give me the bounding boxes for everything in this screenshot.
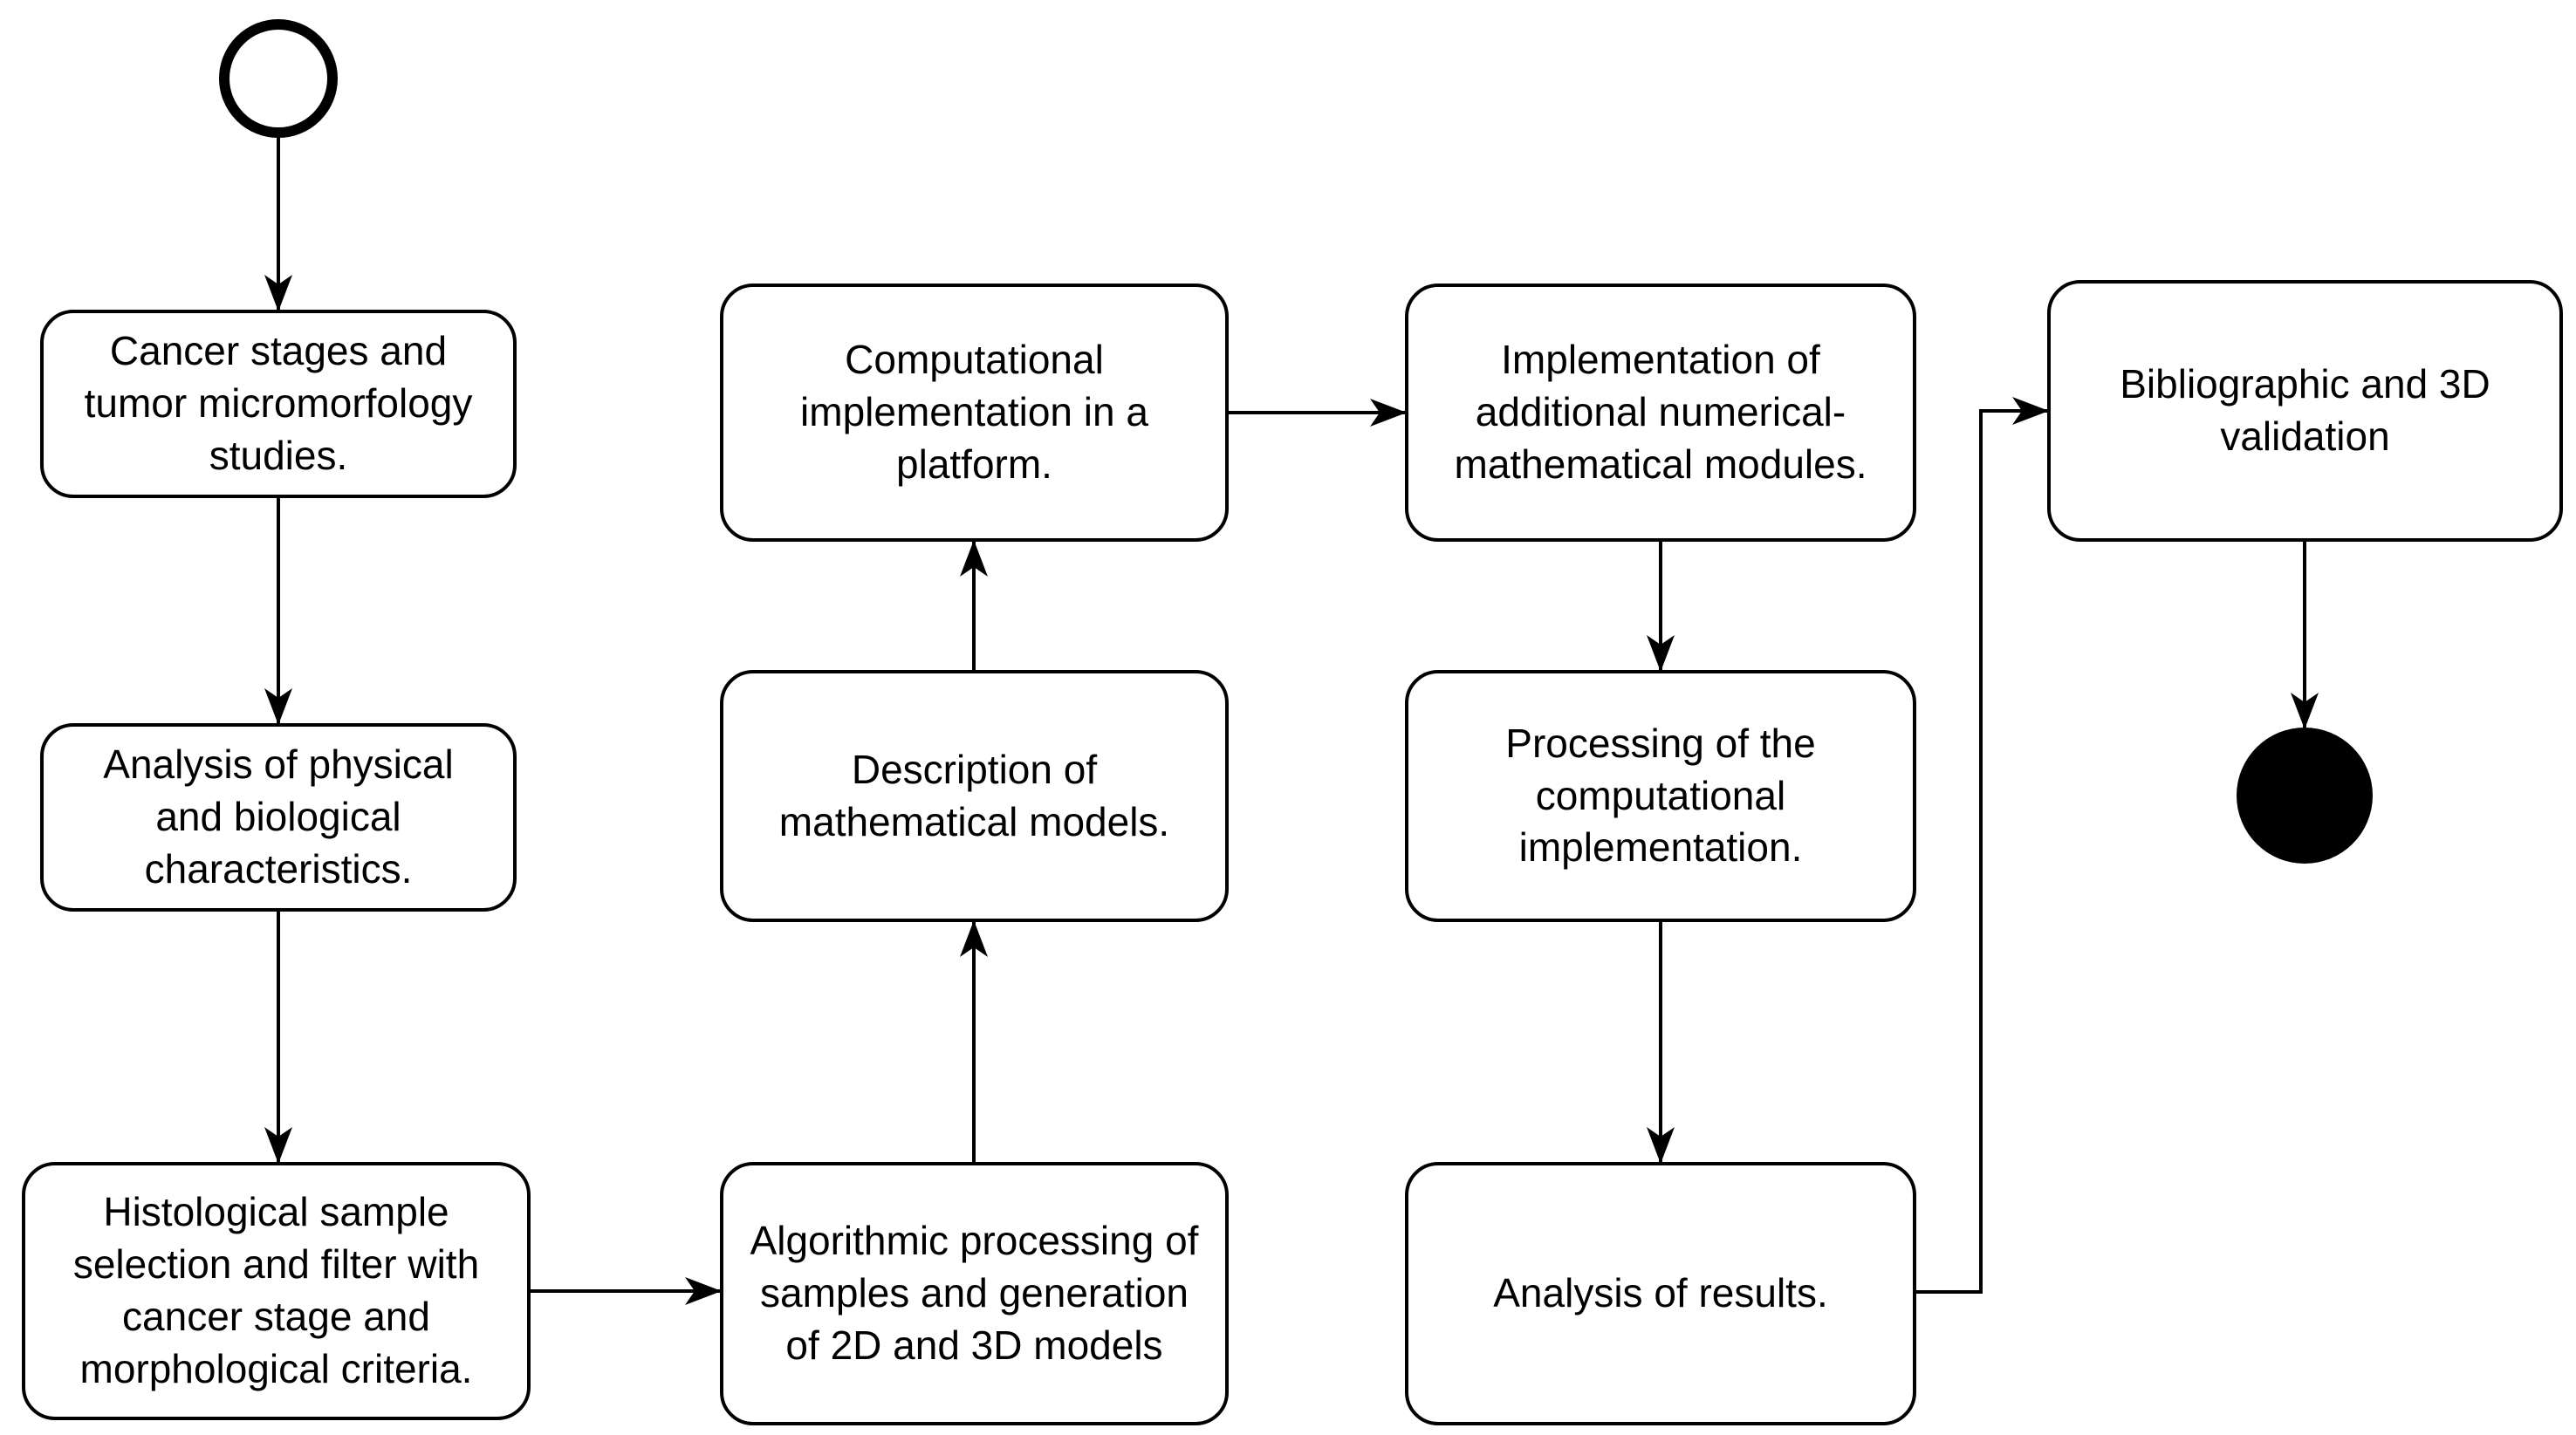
activity-node-algorithmic-processing: Algorithmic processing of samples and ge… bbox=[720, 1162, 1229, 1425]
activity-node-cancer-stages: Cancer stages and tumor micromorfology s… bbox=[40, 310, 517, 498]
edge-analysis-results-to-bibliographic bbox=[1916, 397, 2049, 1294]
activity-node-implementation-additional-modules: Implementation of additional numerical- … bbox=[1405, 284, 1916, 542]
activity-node-description-mathematical-models: Description of mathematical models. bbox=[720, 670, 1229, 922]
initial-state-icon bbox=[219, 19, 338, 138]
final-state-icon bbox=[2237, 728, 2373, 864]
activity-node-processing-computational-implementation: Processing of the computational implemen… bbox=[1405, 670, 1916, 922]
activity-node-bibliographic-validation: Bibliographic and 3D validation bbox=[2047, 280, 2563, 542]
activity-node-computational-implementation: Computational implementation in a platfo… bbox=[720, 284, 1229, 542]
activity-node-histological-sample: Histological sample selection and filter… bbox=[22, 1162, 531, 1420]
activity-node-analysis-physical: Analysis of physical and biological char… bbox=[40, 723, 517, 912]
activity-node-analysis-results: Analysis of results. bbox=[1405, 1162, 1916, 1425]
